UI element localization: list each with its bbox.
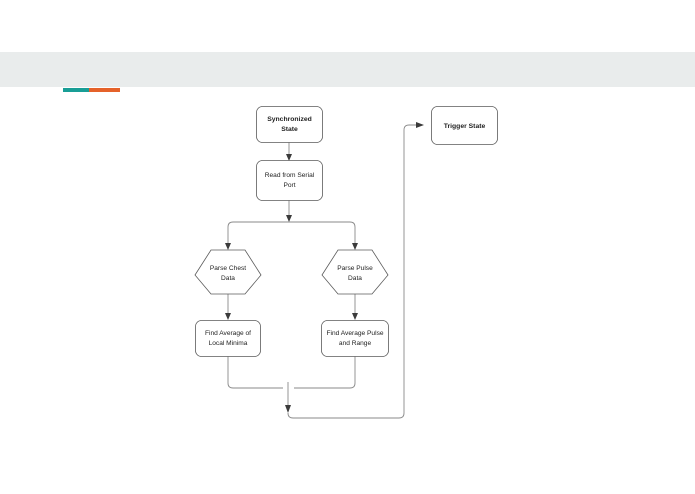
edge-branch-to-parse-chest — [225, 221, 289, 250]
node-trigger-state-label: Trigger State — [444, 123, 486, 130]
node-synchronized-state-line1: Synchronized — [267, 116, 312, 123]
node-synchronized-state-line2: State — [281, 126, 298, 133]
brand-accent-bar — [63, 88, 120, 92]
node-parse-chest-data[interactable]: Parse Chest Data — [194, 249, 262, 295]
brand-accent-segment-right — [89, 88, 120, 92]
node-find-average-local-minima-line2: Local Minima — [209, 340, 248, 347]
edge-loop-back-to-trigger-state — [287, 122, 424, 419]
node-find-average-pulse-range[interactable]: Find Average Pulse and Range — [321, 320, 389, 357]
node-parse-chest-data-line1: Parse Chest — [210, 265, 246, 272]
edge-branch-to-parse-pulse — [289, 221, 358, 250]
edge-read-to-branch-bus — [286, 200, 292, 222]
brand-accent-segment-left — [63, 88, 90, 92]
node-read-serial-port-line1: Read from Serial — [265, 172, 315, 179]
node-trigger-state[interactable]: Trigger State — [431, 106, 498, 145]
edge-find-minima-to-merge — [227, 356, 283, 389]
node-find-average-pulse-range-line2: and Range — [339, 340, 372, 347]
flowchart-canvas: Synchronized State Read from Serial Port… — [0, 92, 695, 494]
node-parse-pulse-data[interactable]: Parse Pulse Data — [321, 249, 389, 295]
edge-synchronized-to-read — [286, 142, 292, 161]
node-parse-chest-data-line2: Data — [221, 275, 235, 282]
edge-parse-chest-to-find-minima — [225, 294, 231, 320]
node-find-average-pulse-range-line1: Find Average Pulse — [326, 330, 383, 337]
header-band — [0, 52, 695, 87]
node-read-serial-port[interactable]: Read from Serial Port — [256, 160, 323, 201]
node-parse-pulse-data-line1: Parse Pulse — [337, 265, 373, 272]
edge-find-pulse-to-merge — [294, 356, 356, 389]
node-find-average-local-minima-line1: Find Average of — [205, 330, 251, 337]
node-find-average-local-minima[interactable]: Find Average of Local Minima — [195, 320, 261, 357]
node-read-serial-port-line2: Port — [283, 182, 295, 189]
node-synchronized-state[interactable]: Synchronized State — [256, 106, 323, 143]
edge-merge-to-loop-junction — [285, 382, 291, 413]
node-parse-pulse-data-line2: Data — [348, 275, 362, 282]
edge-parse-pulse-to-find-pulse — [352, 294, 358, 320]
